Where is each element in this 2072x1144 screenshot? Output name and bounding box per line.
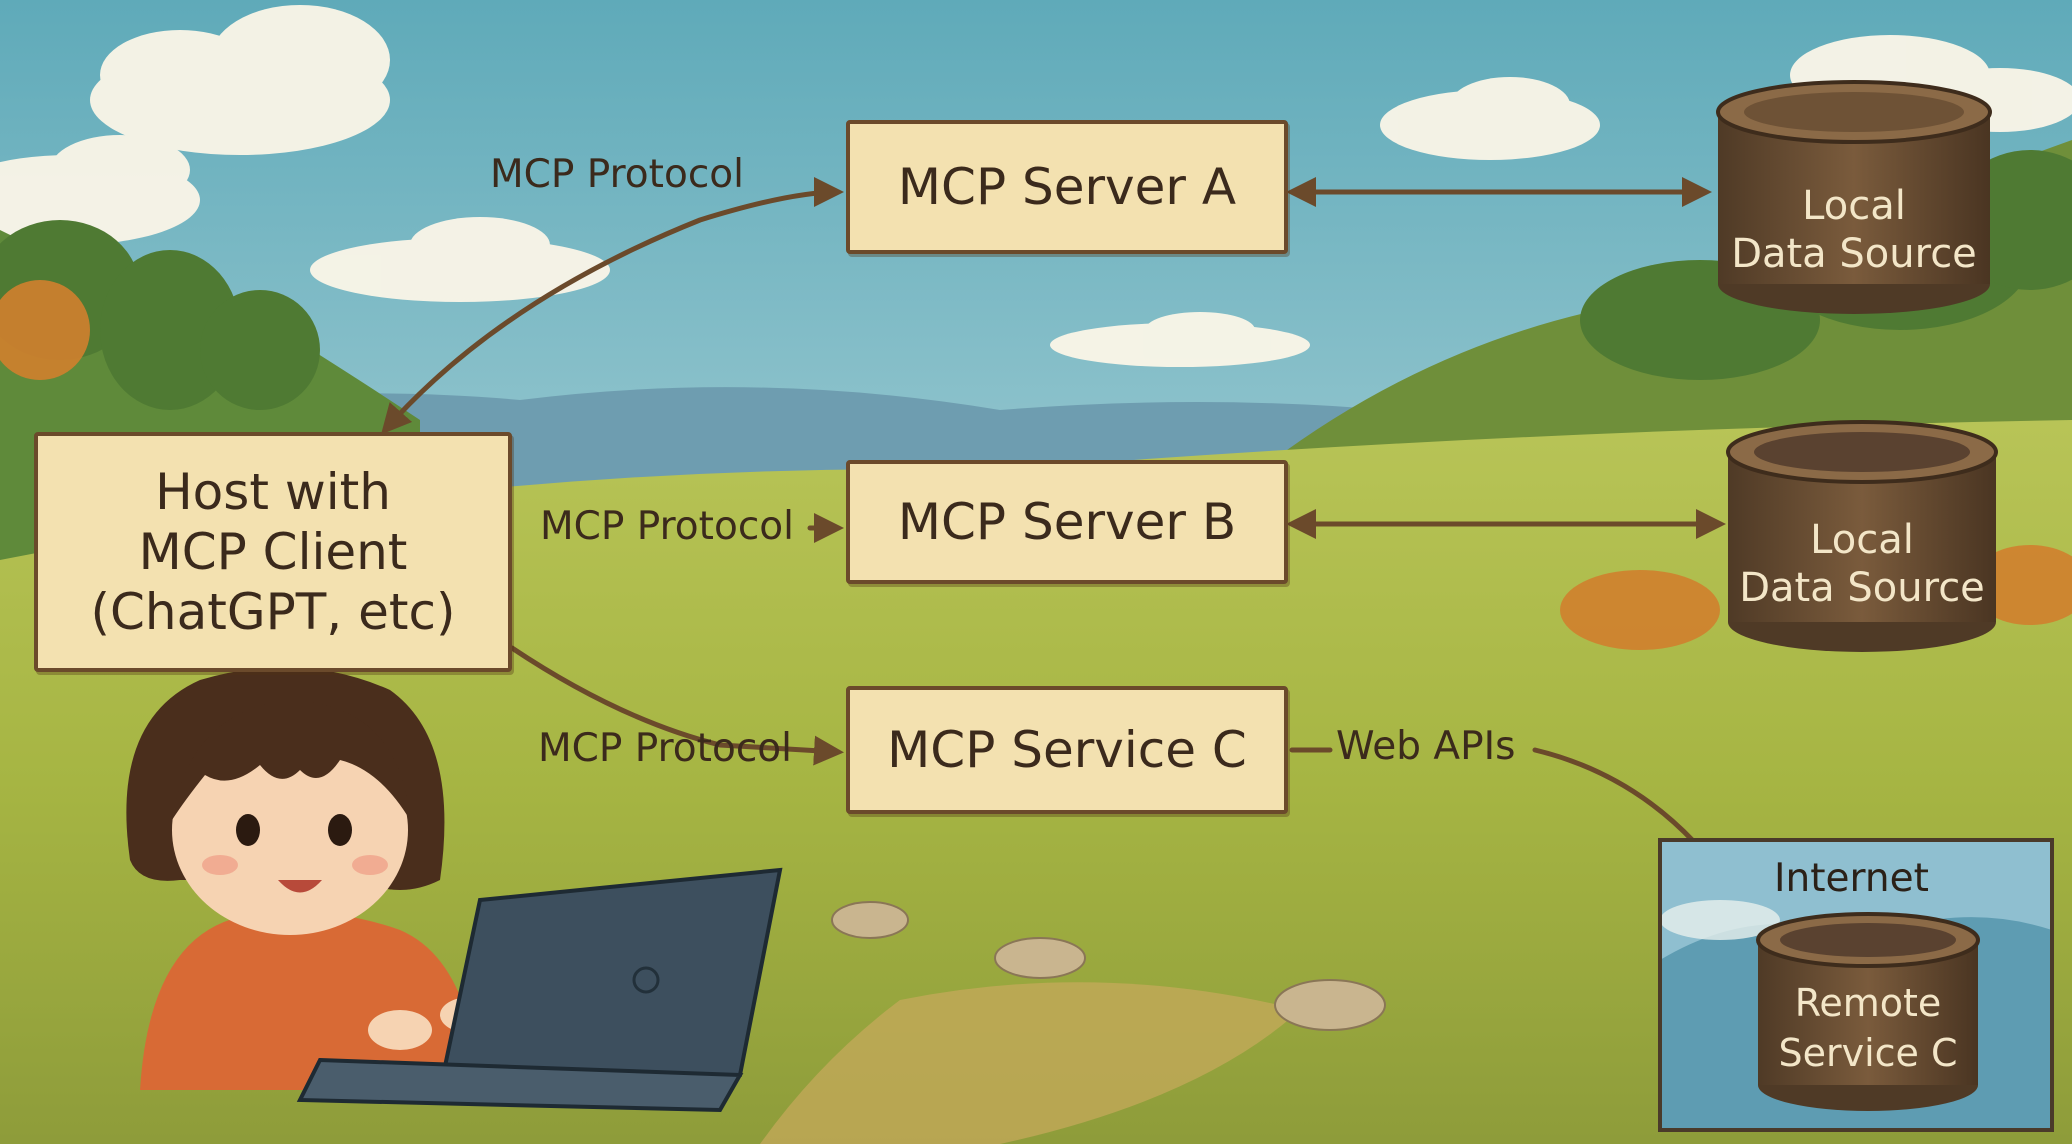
remote-service-line-1: Remote: [1794, 981, 1942, 1025]
protocol-label-a: MCP Protocol: [490, 152, 744, 197]
mcp-service-c-label: MCP Service C: [887, 721, 1247, 779]
database-cylinder-remote: [1756, 912, 1980, 1111]
data-source-2-line-1: Local: [1810, 517, 1914, 563]
data-source-1-line-1: Local: [1802, 183, 1906, 229]
mcp-service-c-box: MCP Service C: [846, 686, 1288, 814]
data-source-2-line-2: Data Source: [1739, 565, 1985, 611]
protocol-label-c: MCP Protocol: [538, 726, 792, 771]
internet-label: Internet: [1774, 856, 1929, 901]
database-cylinder-1: [1716, 80, 1992, 314]
web-apis-label: Web APIs: [1336, 724, 1516, 769]
protocol-label-b: MCP Protocol: [540, 504, 794, 549]
mcp-server-a-box: MCP Server A: [846, 120, 1288, 254]
data-source-2-label: Local Data Source: [1728, 516, 1996, 612]
mcp-server-b-label: MCP Server B: [897, 493, 1237, 551]
internet-frame: [1658, 838, 2054, 1132]
host-client-box: Host with MCP Client (ChatGPT, etc): [34, 432, 512, 672]
remote-service-line-2: Service C: [1778, 1031, 1958, 1075]
database-cylinder-2: [1726, 420, 1998, 652]
arrow-host-server-a: [381, 177, 844, 435]
mcp-server-a-label: MCP Server A: [897, 158, 1237, 216]
host-line-1: Host with: [155, 463, 391, 521]
data-source-1-line-2: Data Source: [1731, 231, 1977, 277]
arrow-host-service-c: [509, 645, 844, 766]
laptop-illustration: [296, 867, 783, 1113]
host-line-3: (ChatGPT, etc): [90, 583, 456, 641]
host-line-2: MCP Client: [138, 523, 408, 581]
remote-service-label: Remote Service C: [1758, 978, 1978, 1078]
data-source-1-label: Local Data Source: [1718, 182, 1990, 278]
child-illustration: [126, 667, 500, 1090]
mcp-server-b-box: MCP Server B: [846, 460, 1288, 584]
